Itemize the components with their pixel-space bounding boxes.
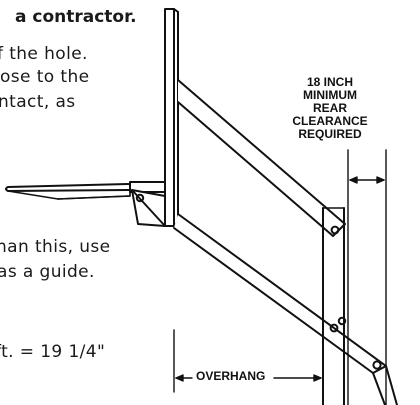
mounting-bracket	[131, 189, 166, 227]
clearance-label: 18 INCH MINIMUM REAR CLEARANCE REQUIRED	[280, 76, 380, 141]
text-fragment: as a guide.	[0, 262, 95, 282]
overhang-dimension	[173, 329, 322, 393]
pole	[322, 207, 347, 405]
clearance-label-line: 18 INCH	[306, 75, 353, 89]
clearance-label-line: REQUIRED	[298, 127, 362, 141]
text-fragment: f the hole.	[0, 44, 88, 64]
pole-extension	[372, 365, 398, 405]
clearance-label-line: CLEARANCE	[292, 114, 368, 128]
text-fragment-heading: a contractor.	[15, 7, 137, 27]
upper-arm	[177, 79, 346, 237]
clearance-label-line: MINIMUM	[303, 88, 357, 102]
clearance-label-line: REAR	[312, 101, 347, 115]
overhang-label: OVERHANG	[196, 369, 266, 383]
text-fragment: ose to the	[0, 67, 90, 87]
lower-arm	[173, 213, 387, 374]
rim-platform	[5, 181, 166, 200]
text-fragment: ft. = 19 1/4"	[0, 342, 106, 362]
clearance-dimension	[347, 149, 387, 405]
text-fragment: ntact, as	[0, 92, 76, 112]
backboard	[164, 8, 179, 227]
text-fragment: han this, use	[0, 237, 111, 257]
